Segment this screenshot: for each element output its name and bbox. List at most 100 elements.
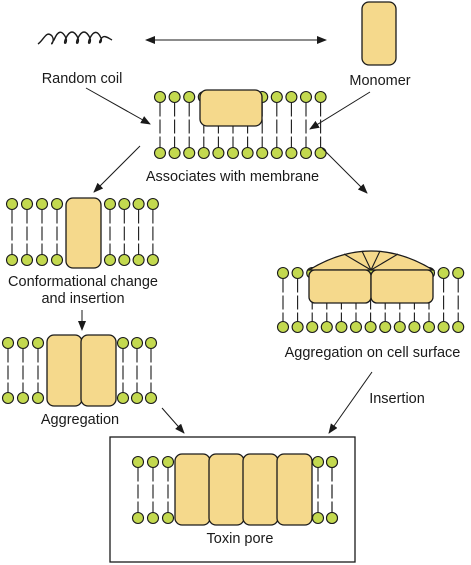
toxin-pore-frame	[109, 436, 356, 563]
lipid-head	[276, 266, 290, 280]
lipid-head	[320, 320, 333, 334]
associated-monomer	[199, 89, 263, 127]
lipid-head	[146, 511, 160, 525]
lipid-head	[291, 320, 304, 334]
lipid-head	[31, 336, 45, 350]
associates-with-membrane-label: Associates with membrane	[145, 169, 320, 185]
lipid-head	[314, 146, 327, 160]
lipid-head	[349, 320, 363, 334]
lipid-head	[452, 320, 465, 334]
lipid-head	[132, 197, 145, 211]
lipid-head	[314, 90, 327, 104]
arrow-surface-to-pore	[328, 371, 373, 434]
lipid-head	[130, 336, 144, 350]
lipid-head	[212, 146, 225, 160]
lipid-head	[285, 146, 298, 160]
lipid-head	[197, 146, 210, 160]
lipid-head	[226, 146, 240, 160]
lipid-head	[144, 391, 158, 405]
pore-subunit-4	[276, 453, 313, 526]
monomer-shape	[361, 1, 397, 66]
lipid-head	[132, 253, 145, 267]
lipid-head	[422, 320, 436, 334]
arrow-to-conformational	[93, 145, 141, 193]
lipid-head	[183, 90, 196, 104]
lipid-head	[118, 253, 131, 267]
dome-line-1	[343, 253, 372, 271]
lipid-head	[270, 90, 283, 104]
aggregate-subunit-2	[80, 334, 117, 407]
surface-aggregate-right	[370, 269, 434, 304]
arrow-aggregation-to-pore	[161, 407, 185, 434]
pore-subunit-3	[242, 453, 279, 526]
inserted-monomer	[65, 197, 102, 269]
lipid-head	[437, 266, 450, 280]
lipid-head	[311, 511, 325, 525]
lipid-head	[103, 253, 117, 267]
dome-line-2	[361, 250, 372, 271]
lipid-head	[16, 391, 30, 405]
lipid-head	[131, 455, 145, 469]
arrow-coil-to-membrane	[85, 87, 151, 125]
lipid-head	[168, 90, 181, 104]
lipid-head	[299, 146, 313, 160]
aggregate-subunit-1	[46, 334, 83, 407]
membrane-aggregation	[1, 336, 158, 405]
lipid-head	[270, 146, 283, 160]
lipid-head	[325, 511, 339, 525]
aggregation-label: Aggregation	[40, 412, 120, 428]
lipid-head	[241, 146, 254, 160]
surface-aggregate-left	[308, 269, 372, 304]
lipid-head	[144, 336, 158, 350]
dome-line-3	[370, 250, 381, 271]
surface-aggregate-dome	[306, 250, 436, 271]
lipid-head	[452, 266, 465, 280]
lipid-head	[35, 197, 49, 211]
lipid-head	[364, 320, 377, 334]
lipid-head	[103, 197, 117, 211]
lipid-head	[153, 90, 167, 104]
lipid-head	[306, 320, 319, 334]
lipid-head	[116, 336, 130, 350]
lipid-head	[50, 253, 64, 267]
arrow-to-surface-aggregation	[321, 147, 368, 194]
lipid-head	[146, 197, 159, 211]
lipid-head	[130, 391, 144, 405]
membrane-conformational	[5, 197, 159, 267]
toxin-pore-label: Toxin pore	[206, 531, 274, 547]
lipid-head	[276, 320, 290, 334]
lipid-head	[35, 253, 49, 267]
lipid-head	[1, 391, 15, 405]
lipid-head	[31, 391, 45, 405]
lipid-head	[16, 336, 30, 350]
lipid-head	[379, 320, 392, 334]
lipid-head	[131, 511, 145, 525]
lipid-head	[335, 320, 348, 334]
lipid-head	[50, 197, 64, 211]
lipid-head	[116, 391, 130, 405]
lipid-head	[20, 197, 34, 211]
random-coil-shape	[37, 31, 113, 45]
lipid-head	[299, 90, 313, 104]
lipid-head	[183, 146, 196, 160]
dome-line-4	[370, 253, 399, 271]
lipid-head	[1, 336, 15, 350]
lipid-head	[146, 253, 159, 267]
lipid-head	[408, 320, 421, 334]
lipid-head	[118, 197, 131, 211]
lipid-head	[393, 320, 406, 334]
arrow-monomer-to-membrane	[309, 91, 371, 130]
lipid-head	[146, 455, 160, 469]
lipid-head	[161, 511, 175, 525]
lipid-head	[168, 146, 181, 160]
lipid-head	[256, 146, 269, 160]
lipid-head	[5, 197, 19, 211]
aggregation-on-cell-surface-label: Aggregation on cell surface	[284, 345, 461, 361]
conformational-change-line-1: Conformational change	[8, 274, 158, 290]
pore-subunit-1	[174, 453, 211, 526]
conformational-change-line-2: and insertion	[41, 291, 125, 307]
membrane-toxin-pore	[131, 455, 339, 525]
insertion-label: Insertion	[369, 391, 425, 407]
lipid-head	[153, 146, 167, 160]
